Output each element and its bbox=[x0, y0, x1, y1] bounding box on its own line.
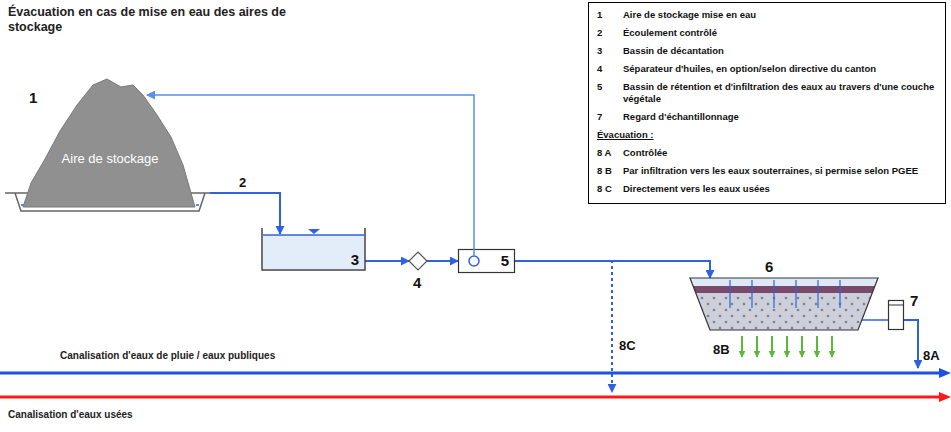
legend-text: Directement vers les eaux usées bbox=[623, 183, 937, 195]
infiltration-arrows bbox=[742, 336, 832, 357]
filter-layers bbox=[690, 278, 878, 330]
legend-number: 8 A bbox=[597, 147, 623, 159]
legend-number: 4 bbox=[597, 63, 623, 75]
infiltration-basin: 6 bbox=[690, 278, 878, 330]
flow-connector bbox=[904, 320, 918, 368]
edge-label: 2 bbox=[238, 175, 247, 190]
legend-text: Regard d'échantillonnage bbox=[623, 111, 937, 123]
shaft-lid bbox=[888, 305, 904, 306]
oil-separator-shape bbox=[409, 252, 427, 270]
infiltration-arrow bbox=[801, 336, 803, 357]
legend-number: 8 C bbox=[597, 183, 623, 195]
rainwater-pipe-shape bbox=[0, 368, 951, 378]
sampling-shaft: 7 bbox=[888, 300, 904, 330]
sampling-shaft bbox=[889, 301, 904, 330]
wastewater-pipe-shape bbox=[0, 392, 951, 402]
legend-text: Bassin de rétention et d'infiltration de… bbox=[623, 81, 937, 105]
pipe-line bbox=[0, 396, 941, 399]
legend-number: 7 bbox=[597, 111, 623, 123]
legend-text: Aire de stockage mise en eau bbox=[623, 9, 937, 21]
rainwater-pipe: Canalisation d'eaux de pluie / eaux publ… bbox=[0, 368, 951, 378]
legend-text: Par infiltration vers les eaux souterrai… bbox=[623, 165, 937, 177]
edge-label: 8C bbox=[618, 338, 637, 353]
retention-basin: 5 bbox=[458, 249, 515, 273]
callout-number: 7 bbox=[910, 292, 918, 309]
basin-outline bbox=[262, 228, 365, 270]
legend-number: 1 bbox=[597, 9, 623, 21]
water-symbol bbox=[308, 229, 320, 234]
return-pipe bbox=[473, 249, 475, 256]
infiltration-arrow bbox=[771, 336, 773, 357]
flow-connector bbox=[147, 95, 474, 249]
basin-water bbox=[263, 235, 364, 269]
wastewater-pipe: Canalisation d'eaux usées bbox=[0, 392, 951, 402]
material-pile bbox=[23, 79, 195, 207]
infiltration-arrow bbox=[816, 336, 818, 357]
basin-outline bbox=[690, 278, 878, 330]
settling-basin: 3 bbox=[262, 228, 365, 270]
pipe-label: Canalisation d'eaux de pluie / eaux publ… bbox=[60, 349, 275, 362]
callout-number: 3 bbox=[351, 251, 359, 268]
legend-number: 2 bbox=[597, 27, 623, 39]
pipe-arrowhead bbox=[939, 392, 951, 402]
storage-area: 1Aire de stockage bbox=[5, 75, 210, 215]
legend-text: Écoulement contrôlé bbox=[623, 27, 937, 39]
edge-label: 8A bbox=[922, 348, 941, 363]
pipe-arrowhead bbox=[939, 368, 951, 378]
callout-number: 5 bbox=[501, 252, 509, 269]
infiltration-basin-shape bbox=[690, 278, 878, 330]
pump-symbol bbox=[469, 256, 479, 266]
callout-number: 1 bbox=[29, 89, 37, 106]
legend-number: 8 B bbox=[597, 165, 623, 177]
pipe-line bbox=[0, 372, 941, 375]
infiltration-arrow bbox=[831, 336, 833, 357]
pipe-label: Canalisation d'eaux usées bbox=[8, 408, 133, 421]
legend-number: 3 bbox=[597, 45, 623, 57]
callout-number: 6 bbox=[765, 258, 773, 275]
legend-heading: Évacuation : bbox=[597, 129, 937, 141]
callout-label: 8B bbox=[712, 342, 731, 357]
flow-connector bbox=[515, 261, 710, 278]
legend-box: 1Aire de stockage mise en eau2Écoulement… bbox=[588, 2, 946, 204]
legend-text: Contrôlée bbox=[623, 147, 937, 159]
infiltration-arrow bbox=[786, 336, 788, 357]
flow-connector bbox=[210, 193, 280, 234]
callout-number: 4 bbox=[413, 274, 421, 291]
separator-symbol bbox=[409, 252, 427, 270]
legend-number: 5 bbox=[597, 81, 623, 105]
legend-text: Séparateur d'huiles, en option/selon dir… bbox=[623, 63, 937, 75]
water-level bbox=[263, 234, 364, 236]
flow-connector bbox=[427, 260, 458, 262]
storage-label: Aire de stockage bbox=[45, 151, 175, 167]
flow-connector bbox=[365, 260, 409, 262]
sampling-shaft-shape bbox=[888, 300, 904, 330]
infiltration-arrow bbox=[756, 336, 758, 357]
diagram-title: Évacuation en cas de mise en eau des air… bbox=[8, 5, 328, 35]
flow-connector bbox=[861, 319, 888, 321]
legend-text: Bassin de décantation bbox=[623, 45, 937, 57]
oil-separator: 4 bbox=[409, 252, 427, 270]
retention-box bbox=[459, 250, 515, 273]
settling-basin-shape bbox=[262, 228, 365, 270]
infiltration-arrow bbox=[741, 336, 743, 357]
